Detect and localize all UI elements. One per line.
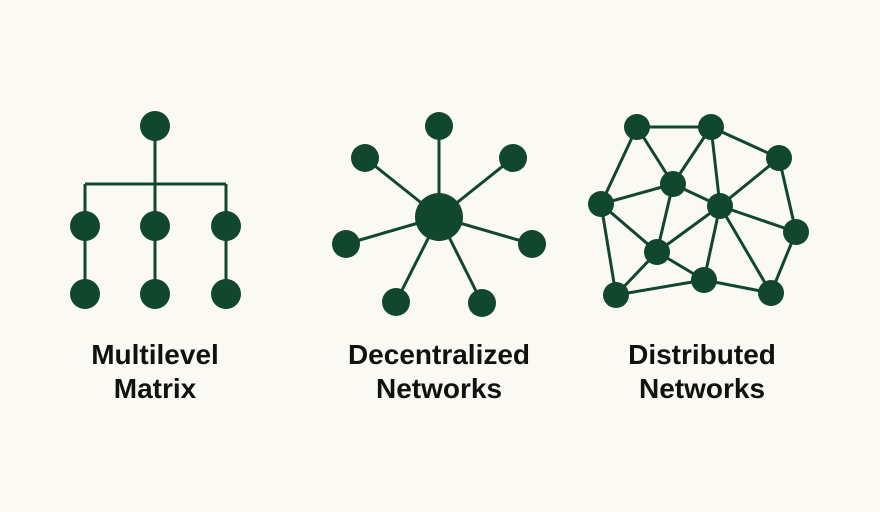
label-line: Matrix (113, 373, 197, 404)
label-line: Multilevel (91, 339, 219, 370)
node (351, 144, 379, 172)
node (211, 211, 241, 241)
edge (599, 203, 618, 296)
edge (719, 204, 797, 234)
edge (656, 204, 721, 254)
node (766, 145, 792, 171)
node (624, 114, 650, 140)
label-line: Decentralized (347, 339, 531, 370)
node (758, 280, 784, 306)
node (707, 193, 733, 219)
node (644, 239, 670, 265)
node (698, 114, 724, 140)
node (603, 282, 629, 308)
edge (709, 126, 722, 207)
node (140, 211, 170, 241)
node (691, 267, 717, 293)
node (70, 211, 100, 241)
node (588, 191, 614, 217)
node (140, 279, 170, 309)
node (70, 279, 100, 309)
node (211, 279, 241, 309)
node (660, 171, 686, 197)
node (783, 219, 809, 245)
hub-node (415, 193, 463, 241)
edge (718, 205, 773, 294)
node (518, 230, 546, 258)
label-line: Distributed (628, 339, 776, 370)
node (332, 230, 360, 258)
label-line: Networks (638, 373, 766, 404)
edge (599, 126, 639, 205)
node (425, 112, 453, 140)
node (468, 289, 496, 317)
node (499, 144, 527, 172)
edge (615, 278, 705, 297)
label-line: Networks (375, 373, 503, 404)
node (382, 288, 410, 316)
root-node (140, 111, 170, 141)
